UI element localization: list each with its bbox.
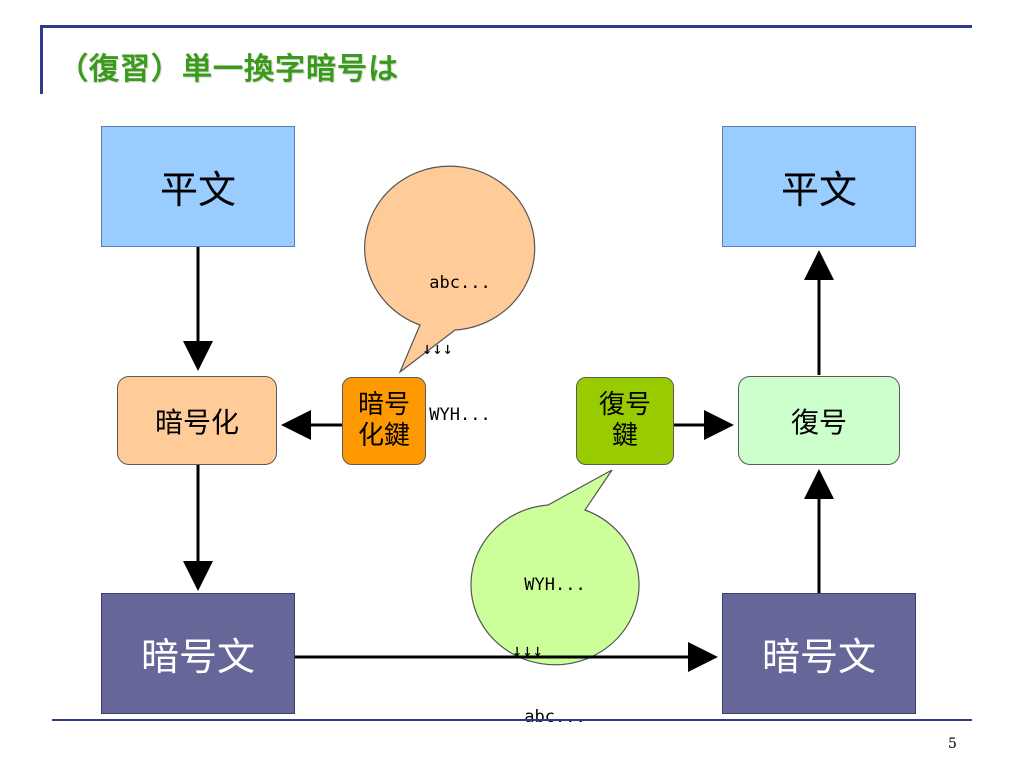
encrypt-mapping-from: abc... [429, 273, 491, 293]
decryption-key-line1: 復号 [598, 389, 651, 420]
encryption-key-line2: 化鍵 [357, 421, 410, 451]
page-number: 5 [948, 736, 957, 752]
encrypt-process-box: 暗号化 [117, 376, 277, 465]
encrypt-mapping-to: WYH... [429, 405, 491, 425]
slide-title: （復習）単一換字暗号は [58, 52, 399, 87]
decrypt-mapping-from: WYH... [524, 575, 586, 595]
decrypt-mapping-bubble [470, 469, 640, 666]
title-rule [40, 25, 972, 28]
decryption-key-box: 復号 鍵 [576, 377, 674, 465]
encrypt-mapping-arrows: ↓↓↓ [422, 339, 453, 359]
decrypt-mapping-arrows: ↓↓↓ [512, 641, 543, 661]
encrypt-mapping-bubble [364, 165, 536, 374]
plaintext-result-box: 平文 [722, 126, 916, 247]
decrypt-process-box: 復号 [738, 376, 900, 465]
decryption-key-line2: 鍵 [611, 421, 638, 451]
footer-rule [52, 719, 972, 721]
decrypt-mapping-to: abc... [524, 707, 586, 727]
encryption-key-box: 暗号 化鍵 [342, 377, 426, 465]
encrypt-mapping-text: abc... ↓↓↓ WYH... [410, 228, 510, 448]
decrypt-mapping-text: WYH... ↓↓↓ abc... [500, 530, 610, 750]
plaintext-source-box: 平文 [101, 126, 295, 247]
ciphertext-received-box: 暗号文 [722, 593, 916, 714]
encryption-key-line1: 暗号 [357, 389, 410, 420]
title-accent-bar [40, 26, 43, 94]
ciphertext-sent-box: 暗号文 [101, 593, 295, 714]
